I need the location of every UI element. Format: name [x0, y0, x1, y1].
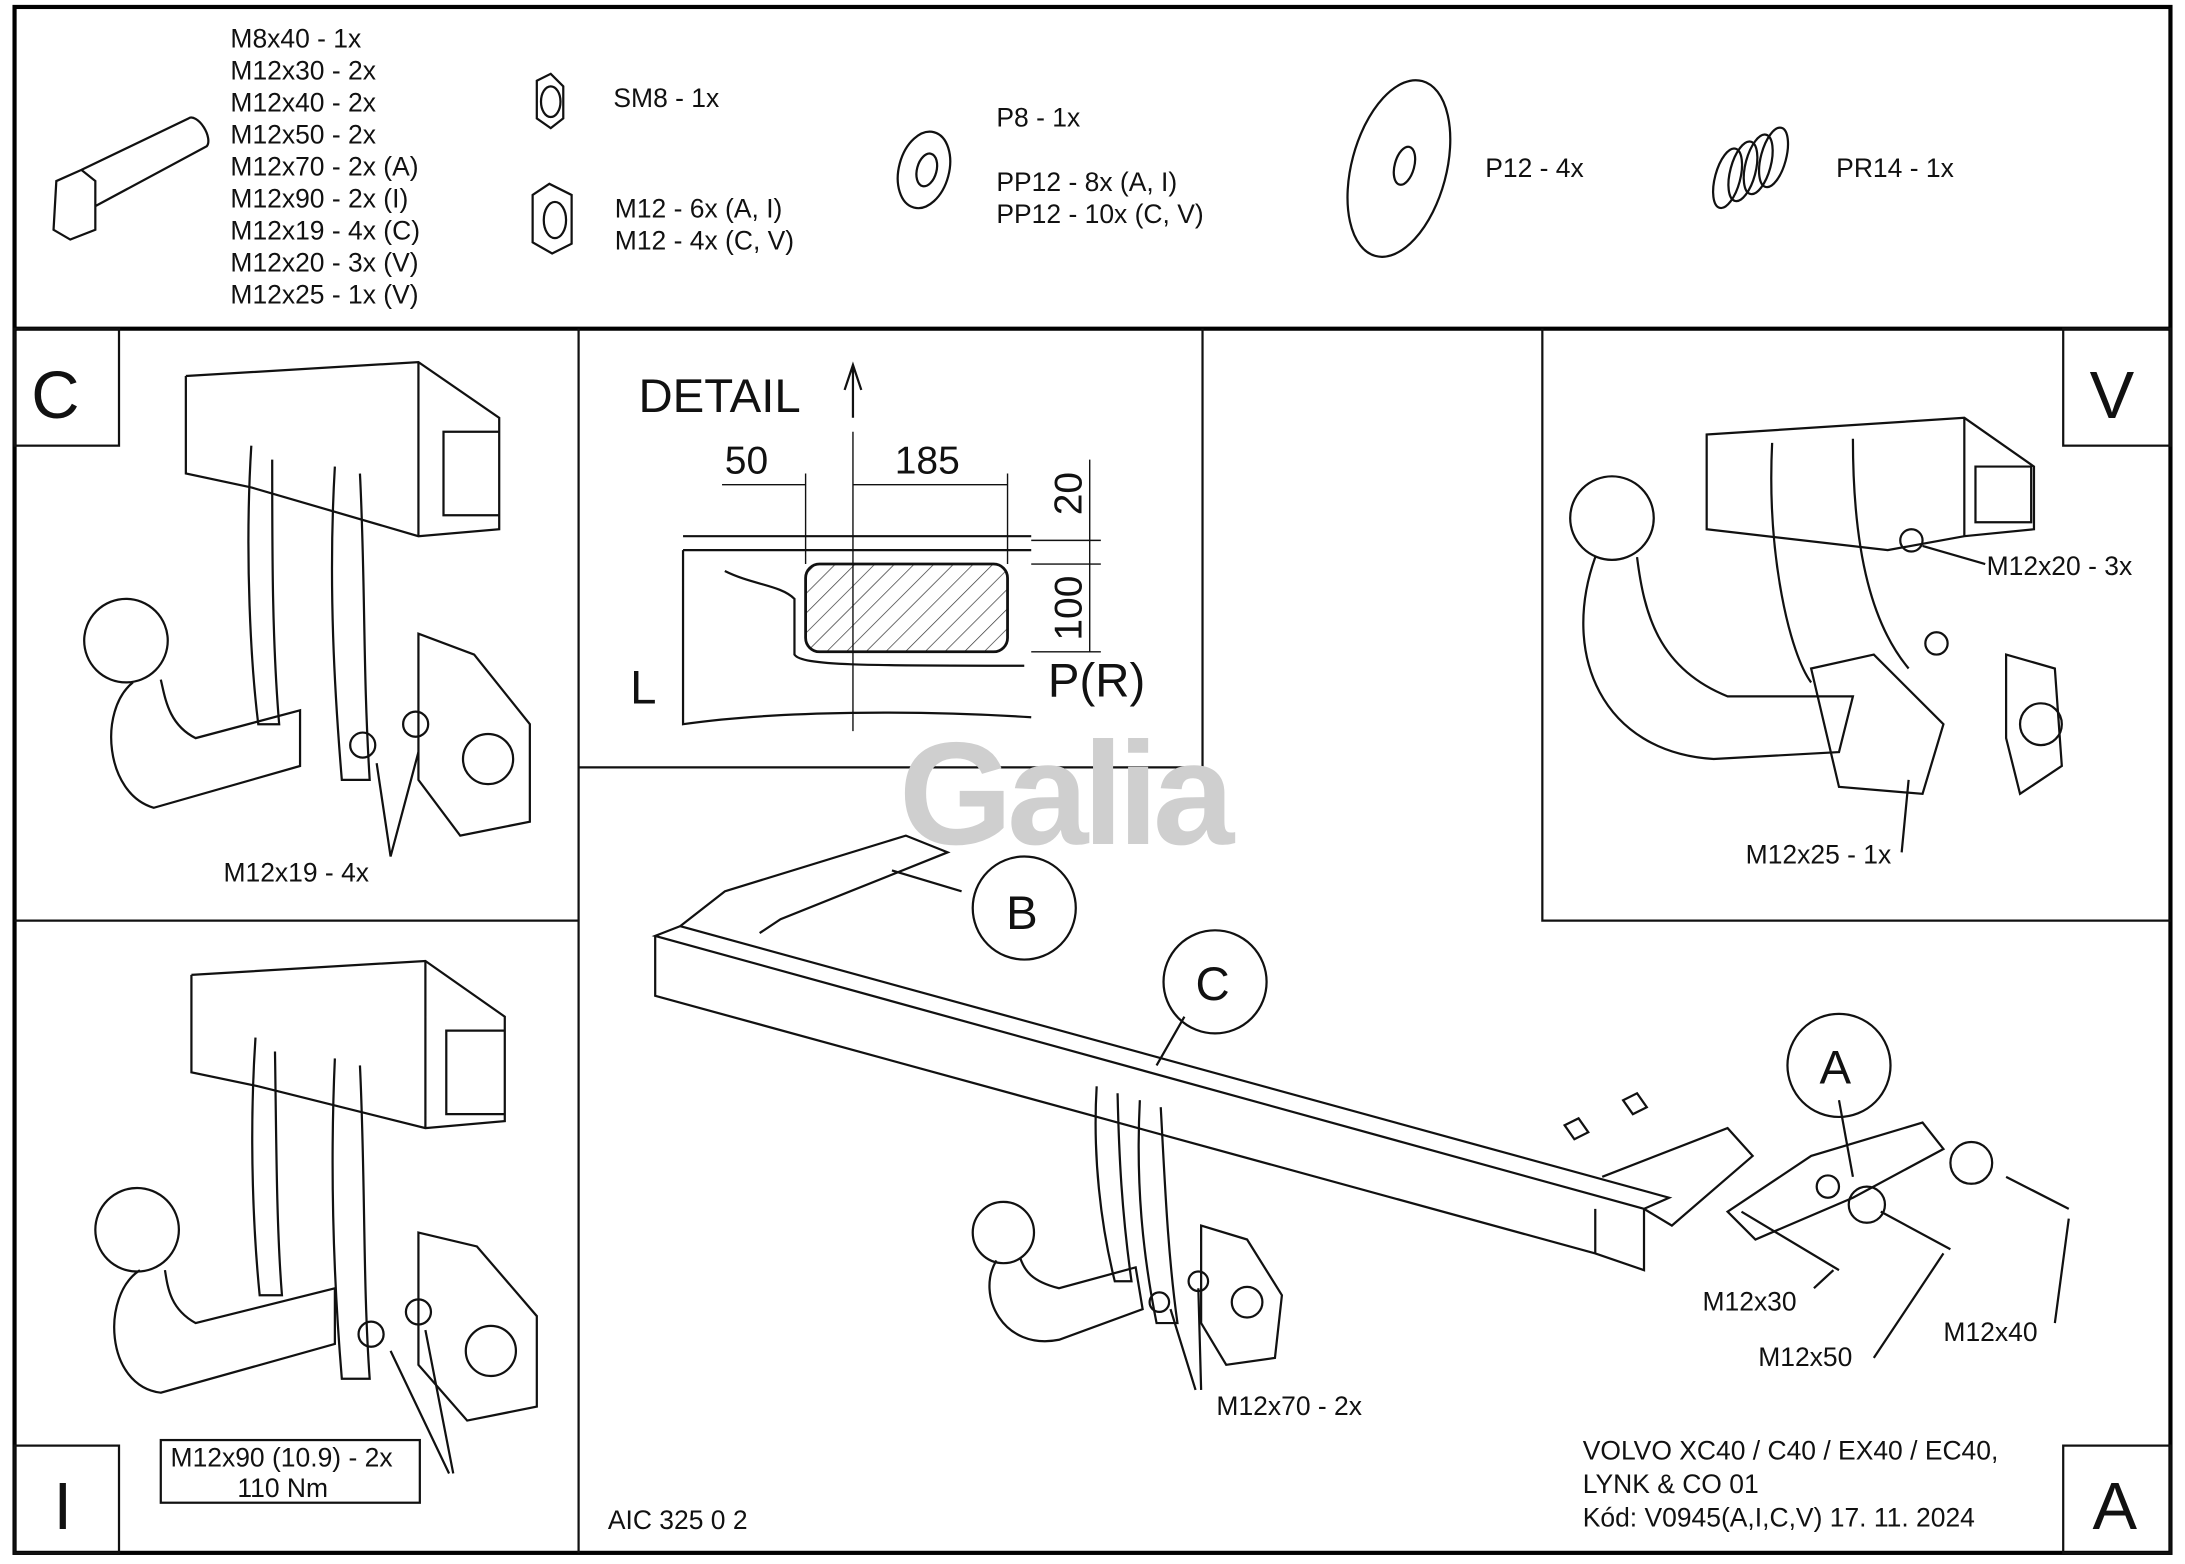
m12x50-callout: M12x50: [1758, 1342, 1852, 1372]
panel-v-callout-top: M12x20 - 3x: [1987, 551, 2133, 581]
dim-185: 185: [895, 440, 960, 483]
svg-text:I: I: [54, 1469, 73, 1544]
bolt-list: M8x40 - 1x M12x30 - 2x M12x40 - 2x M12x5…: [230, 23, 420, 309]
panel-borders: [14, 328, 2171, 1553]
svg-text:B: B: [1006, 887, 1038, 940]
panel-c-callout: M12x19 - 4x: [223, 858, 369, 888]
large-washer-icon: [1346, 79, 1452, 258]
svg-text:M12x90 - 2x (I): M12x90 - 2x (I): [230, 184, 408, 214]
svg-text:M12x20 - 3x (V): M12x20 - 3x (V): [230, 248, 418, 278]
svg-text:A: A: [1819, 1042, 1851, 1095]
m12x30-callout: M12x30: [1703, 1287, 1797, 1317]
sm8-label: SM8 - 1x: [613, 83, 719, 113]
washer-small-icon: [896, 130, 952, 210]
svg-text:Kód: V0945(A,I,C,V) 17. 11. 2: Kód: V0945(A,I,C,V) 17. 11. 2024: [1583, 1502, 1975, 1532]
m12x70-callout: M12x70 - 2x: [1216, 1391, 1362, 1421]
svg-text:M12x90 (10.9) - 2x: M12x90 (10.9) - 2x: [171, 1443, 393, 1473]
dim-50: 50: [725, 440, 768, 483]
svg-text:M8x40 - 1x: M8x40 - 1x: [230, 23, 361, 53]
svg-text:A: A: [2092, 1469, 2137, 1544]
dim-100: 100: [1047, 576, 1090, 641]
bolt-icon: [52, 116, 210, 241]
svg-text:C: C: [1196, 958, 1230, 1011]
main-towbar-assembly-sketch: [651, 834, 2070, 1391]
dim-20: 20: [1047, 472, 1090, 515]
drawing-code: AIC 325 0 2: [608, 1505, 748, 1535]
m12x40-callout: M12x40: [1943, 1317, 2037, 1347]
svg-text:M12x70 - 2x (A): M12x70 - 2x (A): [230, 151, 418, 181]
p12-label: P12 - 4x: [1485, 153, 1584, 183]
panel-label-a: A: [2062, 1444, 2172, 1554]
svg-text:VOLVO XC40 / C40 / EX40 / EC40: VOLVO XC40 / C40 / EX40 / EC40,: [1583, 1436, 1999, 1466]
nut-icon: [531, 182, 573, 255]
detail-right-label: P(R): [1048, 654, 1145, 707]
panel-v-towbar-sketch: [1569, 416, 2063, 853]
self-locking-nut-icon: [535, 72, 565, 130]
panel-c-towbar-sketch: [83, 360, 531, 857]
panel-i-towbar-sketch: [94, 959, 538, 1474]
svg-text:M12x40 - 2x: M12x40 - 2x: [230, 87, 376, 117]
panel-v-callout-bottom: M12x25 - 1x: [1746, 839, 1892, 869]
pr14-label: PR14 - 1x: [1836, 153, 1954, 183]
svg-text:LYNK & CO 01: LYNK & CO 01: [1583, 1469, 1759, 1499]
pp12-label-2: PP12 - 10x (C, V): [996, 199, 1203, 229]
spring-icon: [1711, 126, 1790, 210]
svg-text:C: C: [31, 358, 79, 433]
m12-nut-label-2: M12 - 4x (C, V): [615, 225, 794, 255]
svg-text:M12x25 - 1x (V): M12x25 - 1x (V): [230, 280, 418, 310]
m12-nut-label-1: M12 - 6x (A, I): [615, 193, 783, 223]
callout-circle-b: B: [971, 855, 1077, 961]
svg-text:110 Nm: 110 Nm: [237, 1473, 328, 1503]
detail-title: DETAIL: [638, 370, 800, 423]
svg-text:M12x19 - 4x (C): M12x19 - 4x (C): [230, 216, 420, 246]
svg-text:M12x30 - 2x: M12x30 - 2x: [230, 55, 376, 85]
detail-left-label: L: [630, 661, 656, 714]
panel-label-c: C: [13, 327, 121, 447]
callout-circle-a: A: [1786, 1012, 1892, 1119]
galia-watermark: Galia: [899, 712, 1236, 875]
panel-label-v: V: [2062, 327, 2172, 447]
svg-text:M12x50 - 2x: M12x50 - 2x: [230, 119, 376, 149]
outer-frame: [12, 4, 2173, 1555]
pp12-label-1: PP12 - 8x (A, I): [996, 167, 1177, 197]
panel-label-i: I: [13, 1444, 121, 1554]
svg-text:V: V: [2090, 358, 2135, 433]
detail-section-drawing: [681, 361, 1101, 732]
callout-circle-c: C: [1162, 929, 1268, 1035]
p8-label: P8 - 1x: [996, 103, 1080, 133]
panel-i-callout-box: M12x90 (10.9) - 2x 110 Nm: [159, 1438, 421, 1504]
title-block: VOLVO XC40 / C40 / EX40 / EC40, LYNK & C…: [1583, 1436, 1999, 1533]
